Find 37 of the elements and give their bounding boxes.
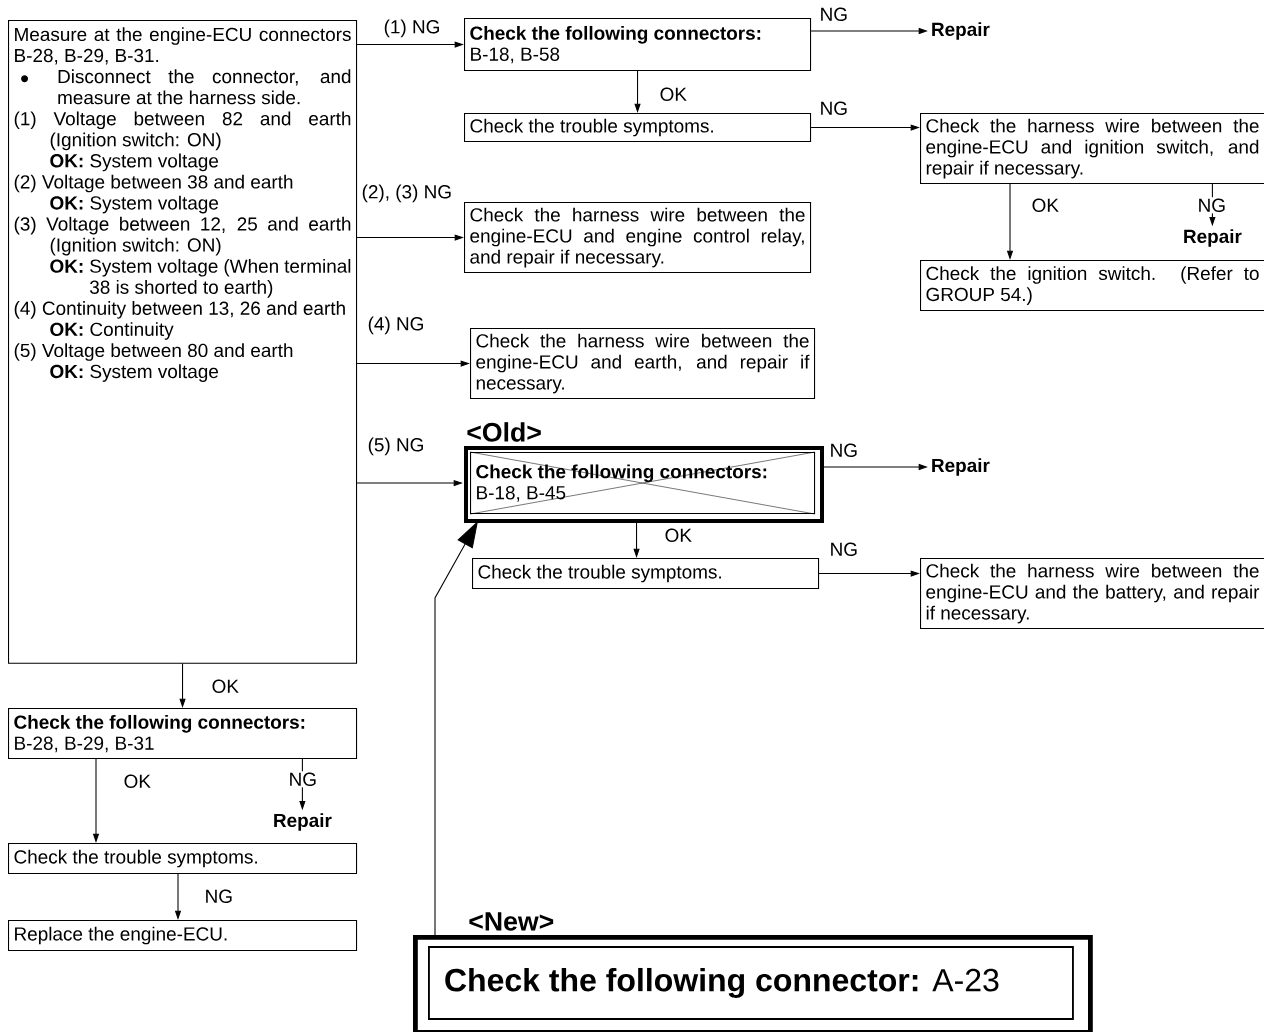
edge-label: NG bbox=[828, 442, 860, 459]
process-box: Check the following connectors: B-18, B-45 bbox=[469, 451, 816, 515]
process-box: Check the harness wire between the engine-ECU and earth, and repair if necessary. bbox=[470, 328, 816, 400]
process-box: Replace the engine-ECU. bbox=[8, 920, 358, 952]
action-text: Repair bbox=[274, 813, 332, 831]
process-box: Check the ignition switch. (Refer to GROUP 54.) bbox=[920, 260, 1264, 312]
process-box: Check the harness wire between the engine-ECU and engine control relay, and repair if necessary. bbox=[464, 202, 812, 274]
process-box: Check the trouble symptoms. bbox=[8, 843, 358, 875]
process-box: Check the following connectors: B-18, B-58 bbox=[464, 18, 812, 72]
edge-label: (5) NG bbox=[366, 436, 426, 457]
process-box: Check the harness wire between the engine-ECU and ignition switch, and repair if necessary. bbox=[920, 113, 1264, 185]
edge-label: NG bbox=[203, 888, 235, 905]
edge-label: OK bbox=[122, 773, 153, 790]
edge-label: (2), (3) NG bbox=[360, 183, 454, 204]
edge-label: OK bbox=[658, 86, 689, 103]
action-text: Repair bbox=[1184, 229, 1242, 247]
process-box: Check the trouble symptoms. bbox=[472, 558, 820, 590]
edge-label: NG bbox=[828, 541, 860, 558]
edge-label: NG bbox=[1196, 197, 1228, 214]
edge-label: NG bbox=[818, 100, 850, 117]
action-text: Repair bbox=[932, 22, 990, 40]
action-text: Repair bbox=[932, 458, 990, 476]
edge-label: OK bbox=[1030, 197, 1061, 214]
edge-label: OK bbox=[663, 527, 694, 544]
process-box: Check the following connector: A-23 bbox=[428, 946, 1074, 1020]
edge-label: (4) NG bbox=[366, 315, 426, 336]
arrow bbox=[434, 521, 478, 936]
process-box: Measure at the engine-ECU connectors B-28, B-29, B-31. Disconnect the connector, and measure at the harness side. (1) Voltage between 82 and earth (Ignition switch: ON) OK: System voltage (2) Voltage between 38 and earth OK: System voltage (3) Voltage between 12, 25 and earth (Ignition switch: ON) OK: System voltage (When terminal 38 is shorted to earth) (4) Continuity between 13, 26 and earth OK: Continuity (5) Voltage between 80 and earth OK: System voltage bbox=[8, 20, 358, 664]
edge-label: NG bbox=[287, 771, 319, 788]
edge-label: NG bbox=[818, 6, 850, 23]
heading: <Old> bbox=[467, 422, 541, 442]
process-box: Check the harness wire between the engine-ECU and the battery, and repair if necessary. bbox=[920, 558, 1264, 630]
heading: <New> bbox=[469, 912, 554, 931]
process-box: Check the trouble symptoms. bbox=[464, 113, 812, 143]
process-box: Check the following connectors: B-28, B-29, B-31 bbox=[8, 708, 358, 760]
edge-label: (1) NG bbox=[382, 18, 442, 39]
edge-label: OK bbox=[210, 678, 241, 695]
